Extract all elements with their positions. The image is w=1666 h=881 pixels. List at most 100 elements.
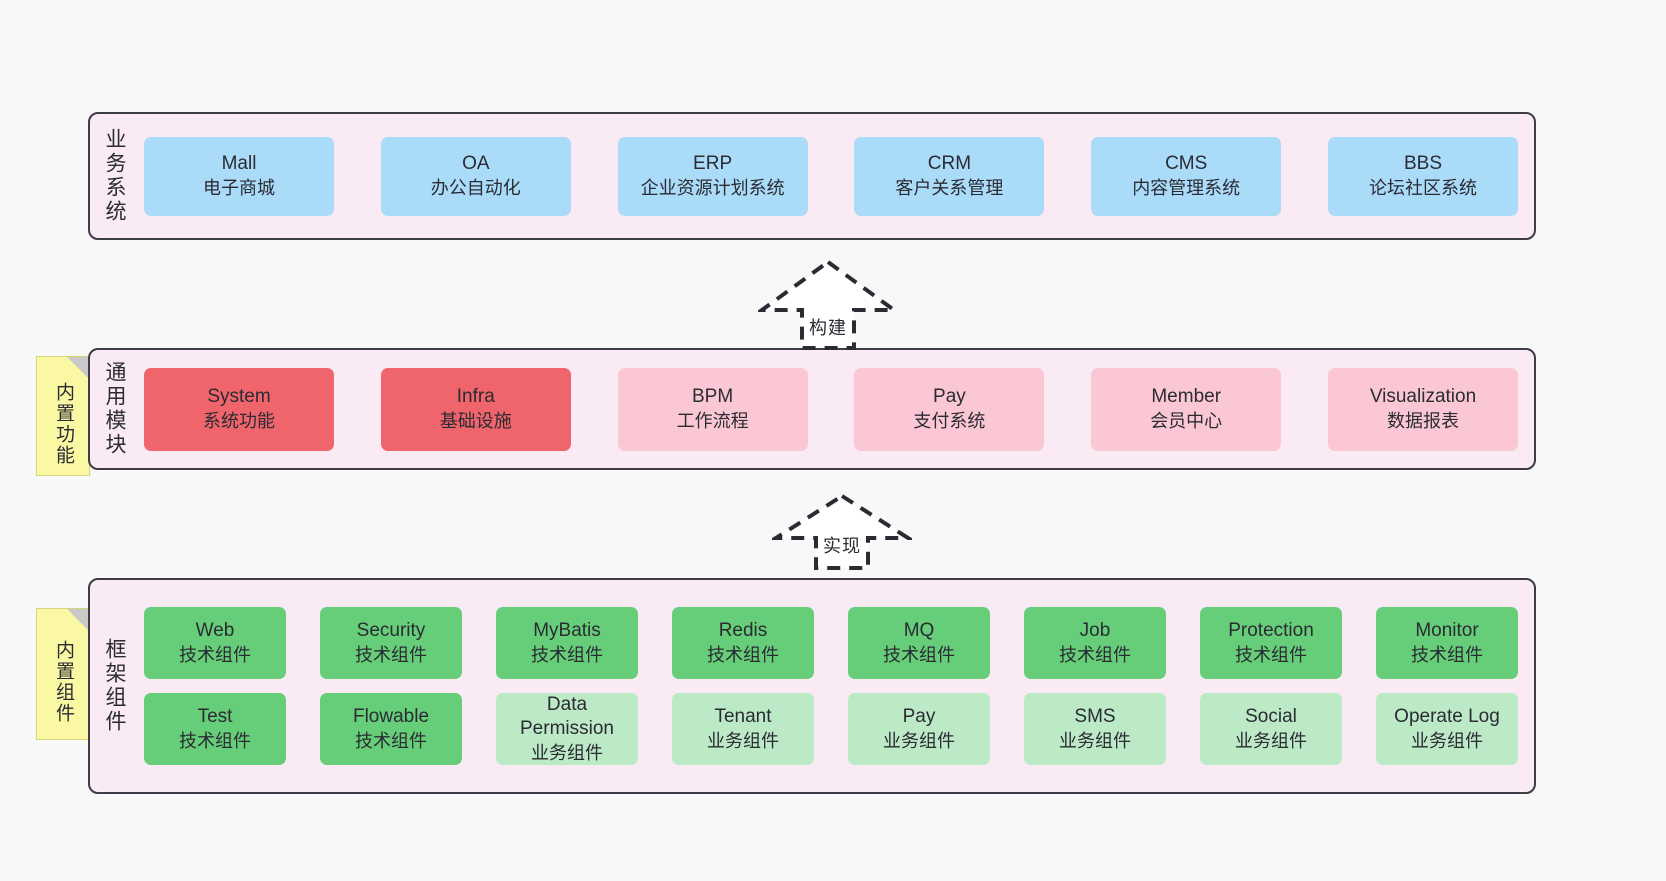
card-monitor[interactable]: Monitor 技术组件 (1376, 607, 1518, 679)
card-subtitle: 技术组件 (1411, 644, 1483, 665)
card-security[interactable]: Security 技术组件 (320, 607, 462, 679)
card-subtitle: 业务组件 (1059, 730, 1131, 751)
card-title: Flowable (352, 706, 430, 728)
card-social[interactable]: Social 业务组件 (1200, 693, 1342, 765)
layer-title-framework-component: 框架组件 (103, 638, 127, 734)
card-bbs[interactable]: BBS 论坛社区系统 (1327, 136, 1518, 216)
card-row: System 系统功能 Infra 基础设施 BPM 工作流程 Pay 支付系统… (144, 367, 1518, 451)
card-title: Web (195, 620, 235, 642)
card-subtitle: 业务组件 (883, 730, 955, 751)
connector-implement: 实现 (772, 490, 912, 570)
card-title: CRM (927, 153, 972, 175)
card-subtitle: 技术组件 (707, 644, 779, 665)
card-subtitle: 企业资源计划系统 (640, 177, 785, 198)
card-infra[interactable]: Infra 基础设施 (380, 367, 571, 451)
card-protection[interactable]: Protection 技术组件 (1200, 607, 1342, 679)
note-builtin-component: 内置组件 (36, 608, 90, 740)
card-title: Job (1079, 620, 1111, 642)
connector-label: 构建 (809, 318, 847, 338)
card-subtitle: 数据报表 (1386, 410, 1459, 431)
card-mall[interactable]: Mall 电子商城 (144, 136, 334, 216)
card-erp[interactable]: ERP 企业资源计划系统 (617, 136, 808, 216)
card-title: MQ (903, 620, 935, 642)
card-subtitle: 业务组件 (531, 742, 603, 763)
card-subtitle: 客户关系管理 (895, 177, 1004, 198)
card-title: Member (1151, 386, 1222, 408)
layer-body-framework-component: Web 技术组件 Security 技术组件 MyBatis 技术组件 Redi… (138, 580, 1534, 792)
card-subtitle: 论坛社区系统 (1368, 177, 1477, 198)
card-member[interactable]: Member 会员中心 (1091, 367, 1282, 451)
card-title: CMS (1165, 153, 1208, 175)
card-title: Monitor (1415, 620, 1479, 642)
card-subtitle: 内容管理系统 (1132, 177, 1241, 198)
card-subtitle: 会员中心 (1150, 410, 1223, 431)
note-fold-corner (67, 357, 89, 379)
card-job[interactable]: Job 技术组件 (1024, 607, 1166, 679)
card-title: Redis (718, 620, 768, 642)
layer-business-system: 业务系统 Mall 电子商城 OA 办公自动化 ERP 企业资源计划系统 CRM (88, 112, 1536, 240)
card-subtitle: 技术组件 (355, 644, 427, 665)
card-subtitle: 技术组件 (1235, 644, 1307, 665)
layer-title-business-system: 业务系统 (103, 128, 127, 224)
card-subtitle: 技术组件 (179, 644, 251, 665)
card-title: Test (197, 706, 233, 728)
card-cms[interactable]: CMS 内容管理系统 (1091, 136, 1282, 216)
card-row: Web 技术组件 Security 技术组件 MyBatis 技术组件 Redi… (144, 607, 1518, 679)
card-mq[interactable]: MQ 技术组件 (848, 607, 990, 679)
card-crm[interactable]: CRM 客户关系管理 (854, 136, 1045, 216)
card-flowable[interactable]: Flowable 技术组件 (320, 693, 462, 765)
card-subtitle: 基础设施 (439, 410, 512, 431)
card-subtitle: 电子商城 (203, 177, 275, 198)
card-title: Pay (933, 386, 966, 408)
card-title: ERP (693, 153, 733, 175)
card-oa[interactable]: OA 办公自动化 (380, 136, 571, 216)
note-label: 内置功能 (52, 382, 74, 466)
card-subtitle: 技术组件 (355, 730, 427, 751)
card-title: System (207, 386, 271, 408)
card-title: BPM (692, 386, 734, 408)
card-redis[interactable]: Redis 技术组件 (672, 607, 814, 679)
card-subtitle: 办公自动化 (430, 177, 521, 198)
card-subtitle: 技术组件 (1059, 644, 1131, 665)
card-test[interactable]: Test 技术组件 (144, 693, 286, 765)
card-subtitle: 技术组件 (531, 644, 603, 665)
card-subtitle: 支付系统 (913, 410, 986, 431)
card-operate-log[interactable]: Operate Log 业务组件 (1376, 693, 1518, 765)
card-title: Operate Log (1394, 706, 1500, 728)
card-title: Protection (1228, 620, 1314, 642)
card-mybatis[interactable]: MyBatis 技术组件 (496, 607, 638, 679)
card-pay[interactable]: Pay 支付系统 (854, 367, 1045, 451)
card-system[interactable]: System 系统功能 (144, 367, 334, 451)
card-bpm[interactable]: BPM 工作流程 (617, 367, 808, 451)
card-subtitle: 业务组件 (1235, 730, 1307, 751)
layer-title-common-module: 通用模块 (103, 361, 127, 457)
card-title: SMS (1074, 706, 1116, 728)
note-fold-corner (67, 609, 89, 631)
card-subtitle: 业务组件 (707, 730, 779, 751)
card-title: Data Permission (520, 694, 614, 740)
card-subtitle: 技术组件 (883, 644, 955, 665)
card-title: Social (1245, 706, 1297, 728)
card-title: Pay (902, 706, 936, 728)
card-row: Mall 电子商城 OA 办公自动化 ERP 企业资源计划系统 CRM 客户关系… (144, 136, 1518, 216)
card-web[interactable]: Web 技术组件 (144, 607, 286, 679)
card-pay-business[interactable]: Pay 业务组件 (848, 693, 990, 765)
card-tenant[interactable]: Tenant 业务组件 (672, 693, 814, 765)
card-data-permission[interactable]: Data Permission 业务组件 (496, 693, 638, 765)
card-row: Test 技术组件 Flowable 技术组件 Data Permission … (144, 693, 1518, 765)
note-builtin-function: 内置功能 (36, 356, 90, 476)
card-visualization[interactable]: Visualization 数据报表 (1327, 367, 1518, 451)
connector-build: 构建 (758, 256, 898, 352)
note-label: 内置组件 (52, 640, 74, 724)
card-sms[interactable]: SMS 业务组件 (1024, 693, 1166, 765)
card-subtitle: 业务组件 (1411, 730, 1483, 751)
connector-label: 实现 (823, 536, 861, 556)
card-title: Mall (221, 153, 257, 175)
card-subtitle: 工作流程 (676, 410, 749, 431)
layer-body-business-system: Mall 电子商城 OA 办公自动化 ERP 企业资源计划系统 CRM 客户关系… (138, 114, 1534, 238)
card-title: MyBatis (533, 620, 601, 642)
layer-body-common-module: System 系统功能 Infra 基础设施 BPM 工作流程 Pay 支付系统… (138, 350, 1534, 468)
layer-framework-component: 框架组件 Web 技术组件 Security 技术组件 MyBatis 技术组件… (88, 578, 1536, 794)
card-title: Tenant (714, 706, 772, 728)
